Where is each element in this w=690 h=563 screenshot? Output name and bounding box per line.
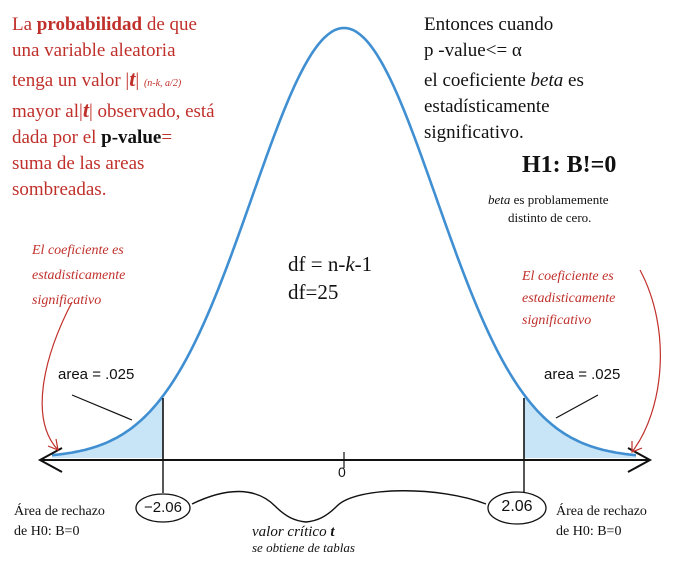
right-note-arrow [631, 269, 661, 453]
explanation-line-7: sombreadas. [12, 179, 107, 200]
explanation-line-5: dada por el p-value= [12, 127, 173, 148]
rule-line-4: estadísticamente [424, 96, 550, 117]
t-symbol: t [129, 66, 136, 91]
rule-line-1: Entonces cuando [424, 14, 554, 35]
left-area-pointer [71, 394, 133, 421]
significance-rule: Entonces cuando p -value<= α el coeficie… [424, 12, 684, 146]
beta-term: beta [530, 70, 564, 91]
p-value-term: p-value [101, 127, 162, 148]
t-subscript: (n-k, a/2) [143, 78, 182, 89]
probabilidad-term: probabilidad [36, 14, 143, 35]
axis-left-arrow [37, 447, 63, 473]
right-note-arrowhead [631, 441, 643, 453]
degrees-of-freedom: df = n-k-1 df=25 [288, 250, 372, 306]
t-symbol: t [82, 97, 89, 122]
df-value: df=25 [288, 280, 339, 304]
critical-value-caption: valor crítico t se obtiene de tablas [252, 524, 355, 555]
right-critical-value: 2.06 [501, 498, 533, 515]
right-rejection-area [524, 394, 636, 458]
explanation-line-3: tenga un valor |t| (n-k, a/2) [12, 66, 182, 91]
left-critical-oval [135, 493, 191, 523]
left-critical-value: −2.06 [144, 499, 182, 516]
axis-zero-label: 0 [338, 464, 346, 480]
left-area-label: area = .025 [58, 366, 135, 383]
explanation-line-1: La probabilidad de que [12, 14, 197, 35]
rule-line-3: el coeficiente beta es [424, 70, 584, 91]
df-formula: df = n-k-1 [288, 252, 373, 276]
right-area-label: area = .025 [544, 366, 621, 383]
hypothesis-note: beta es problamemente distinto de cero. [488, 192, 609, 225]
axis-right-arrow [627, 447, 653, 473]
left-significance-note: El coeficiente es estadisticamente signi… [32, 243, 126, 308]
explanation-line-2: una variable aleatoria [12, 40, 176, 61]
left-note-arrowhead [47, 438, 59, 451]
rule-line-2: p -value<= α [424, 40, 522, 61]
explanation-line-4: mayor al|t| observado, está [12, 97, 215, 122]
alternative-hypothesis: H1: B!=0 [522, 152, 617, 178]
right-critical-oval [487, 491, 547, 525]
left-note-arrow [41, 301, 73, 451]
critical-value-brace [191, 490, 487, 523]
left-rejection-area [52, 395, 163, 458]
right-area-pointer [555, 394, 599, 419]
rule-line-5: significativo. [424, 122, 524, 143]
t-distribution-curve [51, 26, 637, 457]
right-significance-note: El coeficiente es estadisticamente signi… [522, 269, 616, 328]
probability-explanation: La probabilidad de que una variable alea… [12, 12, 282, 203]
left-rejection-label: Área de rechazo de H0: B=0 [14, 504, 105, 539]
explanation-line-6: suma de las areas [12, 153, 145, 174]
right-rejection-label: Área de rechazo de H0: B=0 [556, 504, 647, 539]
